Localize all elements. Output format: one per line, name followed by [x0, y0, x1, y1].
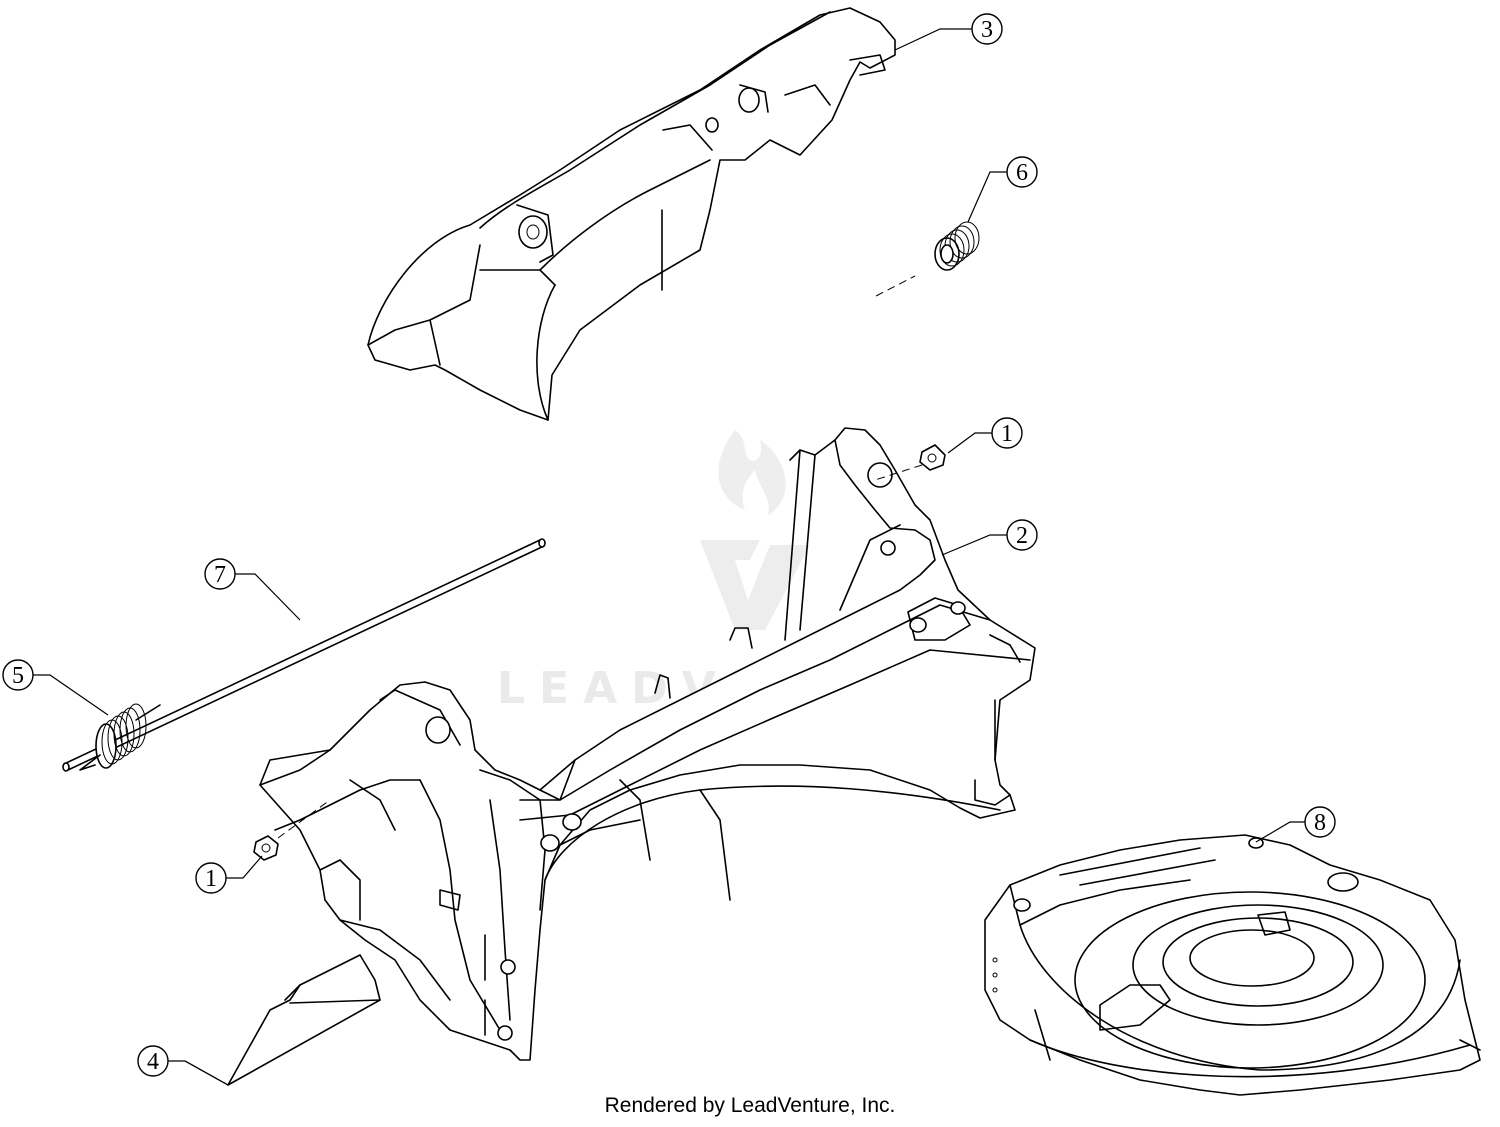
part-8-deck — [984, 834, 1481, 1096]
callout-1-upper-label: 1 — [1001, 421, 1013, 447]
callout-1-lower-label: 1 — [205, 866, 217, 892]
leader-5 — [33, 674, 109, 716]
leader-6 — [967, 171, 1007, 223]
leader-4 — [168, 1060, 229, 1086]
callout-1-upper: 1 — [991, 417, 1023, 449]
callout-7: 7 — [204, 558, 236, 590]
callout-3-label: 3 — [981, 17, 993, 43]
leader-7 — [235, 573, 301, 621]
callout-6-label: 6 — [1016, 160, 1028, 186]
part-1-nut-lower — [253, 799, 331, 861]
callout-5: 5 — [2, 659, 34, 691]
callout-7-label: 7 — [214, 562, 226, 588]
leader-1a — [947, 432, 992, 454]
leader-4b — [184, 1060, 229, 1086]
callout-4-label: 4 — [147, 1049, 159, 1075]
callout-8-label: 8 — [1314, 810, 1326, 836]
footer-credit: Rendered by LeadVenture, Inc. — [604, 1094, 896, 1117]
part-2-frame — [259, 427, 1036, 1061]
callout-2-label: 2 — [1016, 523, 1028, 549]
part-4-deflector — [227, 954, 381, 1086]
callout-2: 2 — [1006, 519, 1038, 551]
callout-1-lower: 1 — [195, 862, 227, 894]
leader-8 — [1255, 821, 1305, 843]
part-6-spring — [875, 221, 980, 297]
leader-1b — [226, 855, 263, 879]
part-7-rod — [62, 538, 546, 772]
leader-2 — [941, 534, 1007, 556]
part-5-spring — [79, 703, 161, 771]
leader-3 — [894, 28, 972, 51]
callout-6: 6 — [1006, 156, 1038, 188]
part-1-nut-upper — [874, 444, 946, 481]
callout-3: 3 — [971, 13, 1003, 45]
callout-4: 4 — [137, 1045, 169, 1077]
callout-5-label: 5 — [12, 663, 24, 689]
callout-8: 8 — [1304, 806, 1336, 838]
part-3-cover — [367, 7, 896, 421]
